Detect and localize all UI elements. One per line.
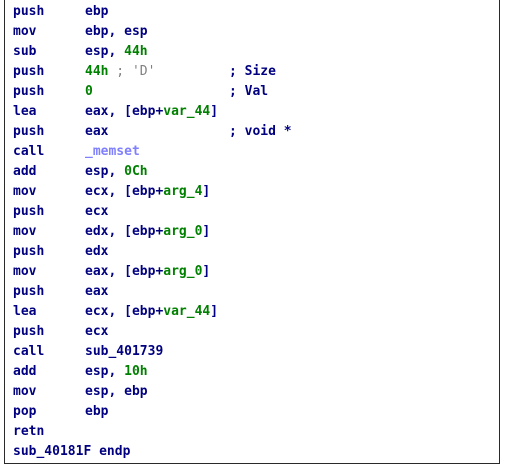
asm-operand-part[interactable]: _memset: [85, 144, 140, 159]
asm-operand-part: esp,: [85, 364, 125, 379]
asm-operand-part: edx, [ebp+: [85, 224, 164, 239]
asm-mnemonic: pop: [13, 404, 37, 419]
asm-operand-part: 10h: [124, 364, 148, 379]
asm-operand-part: eax, [ebp+: [85, 104, 164, 119]
asm-operand-part: ecx: [85, 204, 109, 219]
disassembly-listing[interactable]: push ebp mov ebp, esp sub esp, 44h push 44h ; '…: [4, 0, 500, 464]
asm-operand-part: ecx, [ebp+: [85, 184, 164, 199]
asm-operand-part: ]: [202, 184, 211, 199]
asm-mnemonic: push: [13, 4, 45, 19]
asm-operands: esp, 44h: [85, 42, 148, 62]
asm-operand-part: esp,: [85, 164, 125, 179]
asm-operands: ebp, esp: [85, 22, 148, 42]
asm-operand-part: ecx: [85, 324, 109, 339]
asm-operands: edx: [85, 242, 108, 262]
asm-mnemonic: push: [13, 84, 45, 99]
asm-operand-part: 44h: [124, 44, 148, 59]
asm-operand-part[interactable]: arg_4: [163, 184, 203, 199]
asm-operand-part: ebp: [85, 404, 109, 419]
asm-operand-part: ]: [210, 304, 219, 319]
asm-operands: ecx: [85, 202, 108, 222]
asm-operand-part: ecx, [ebp+: [85, 304, 164, 319]
asm-operands: _memset: [85, 142, 140, 162]
asm-operand-part: esp, ebp: [85, 384, 148, 399]
asm-mnemonic: push: [13, 124, 45, 139]
asm-operands: ebp: [85, 2, 108, 22]
asm-comment: ; void *: [229, 124, 292, 139]
asm-operand-part: 0Ch: [124, 164, 148, 179]
asm-mnemonic: push: [13, 284, 45, 299]
asm-operand-part[interactable]: arg_0: [163, 264, 203, 279]
asm-mnemonic: add: [13, 164, 37, 179]
asm-mnemonic: mov: [13, 224, 37, 239]
asm-operand-part: eax: [85, 284, 109, 299]
asm-comment: ; Val: [229, 84, 269, 99]
asm-operand-part: edx: [85, 244, 109, 259]
asm-mnemonic: push: [13, 324, 45, 339]
asm-mnemonic: push: [13, 204, 45, 219]
asm-operands: eax, [ebp+arg_0]: [85, 262, 210, 282]
asm-operands: ebp: [85, 402, 108, 422]
asm-operand-part[interactable]: arg_0: [163, 224, 203, 239]
asm-mnemonic: add: [13, 364, 37, 379]
asm-operands: ecx, [ebp+var_44]: [85, 302, 218, 322]
asm-mnemonic: sub_40181F endp: [13, 444, 131, 459]
asm-operand-part: ]: [210, 104, 219, 119]
asm-operands: edx, [ebp+arg_0]: [85, 222, 210, 242]
asm-mnemonic: lea: [13, 304, 37, 319]
asm-operand-part: eax: [85, 124, 109, 139]
asm-mnemonic: call: [13, 344, 45, 359]
asm-operand-part: ebp, esp: [85, 24, 148, 39]
asm-operand-part[interactable]: var_44: [163, 104, 211, 119]
asm-operands: 0: [85, 82, 93, 102]
asm-mnemonic: mov: [13, 264, 37, 279]
asm-operand-part[interactable]: var_44: [163, 304, 211, 319]
view-margin: [507, 0, 519, 474]
asm-operands: ecx: [85, 322, 108, 342]
asm-mnemonic: push: [13, 244, 45, 259]
asm-operands: eax, [ebp+var_44]: [85, 102, 218, 122]
asm-operand-part: esp,: [85, 44, 125, 59]
asm-operands: 44h ; 'D': [85, 62, 155, 82]
asm-operand-part: ebp: [85, 4, 109, 19]
asm-mnemonic: sub: [13, 44, 37, 59]
asm-mnemonic: call: [13, 144, 45, 159]
asm-operands: ecx, [ebp+arg_4]: [85, 182, 210, 202]
asm-operand-part: ]: [202, 224, 211, 239]
asm-operand-part: ]: [202, 264, 211, 279]
asm-operands: eax: [85, 282, 108, 302]
asm-mnemonic: mov: [13, 384, 37, 399]
asm-mnemonic: mov: [13, 24, 37, 39]
asm-mnemonic: lea: [13, 104, 37, 119]
asm-operand-part: 0: [85, 84, 93, 99]
asm-operands: esp, 10h: [85, 362, 148, 382]
asm-operands: esp, 0Ch: [85, 162, 148, 182]
asm-operand-part: 44h: [85, 64, 109, 79]
asm-operand-part: eax, [ebp+: [85, 264, 164, 279]
asm-operands: eax: [85, 122, 108, 142]
asm-mnemonic: retn: [13, 424, 45, 439]
asm-operands: esp, ebp: [85, 382, 148, 402]
asm-operands: sub_401739: [85, 342, 163, 362]
asm-mnemonic: push: [13, 64, 45, 79]
asm-comment: ; Size: [229, 64, 276, 79]
asm-operand-part: ; 'D': [108, 64, 156, 79]
asm-mnemonic: mov: [13, 184, 37, 199]
asm-operand-part: sub_401739: [85, 344, 164, 359]
